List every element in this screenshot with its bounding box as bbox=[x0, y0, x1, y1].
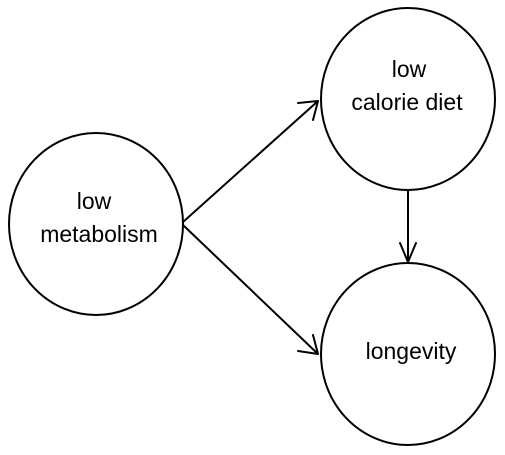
node-label-line2: metabolism bbox=[40, 221, 158, 247]
edge-metabolism-to-longevity bbox=[182, 224, 319, 355]
node-circle bbox=[320, 7, 496, 191]
node-longevity: longevity bbox=[320, 262, 496, 446]
node-label: longevity bbox=[366, 338, 457, 364]
node-label-line1: low bbox=[77, 188, 112, 214]
node-label-line2: calorie diet bbox=[351, 89, 463, 115]
node-low-calorie-diet: low calorie diet bbox=[320, 7, 496, 191]
edge-line bbox=[182, 224, 319, 355]
edge-line bbox=[182, 100, 319, 223]
node-circle bbox=[8, 132, 184, 316]
node-low-metabolism: low metabolism bbox=[8, 132, 184, 316]
edge-metabolism-to-diet bbox=[182, 100, 319, 223]
node-circle bbox=[320, 262, 496, 446]
node-label-line1: low bbox=[392, 56, 427, 82]
arrowhead-icon bbox=[297, 334, 319, 355]
edge-diet-to-longevity bbox=[399, 191, 417, 263]
arrowhead-icon bbox=[297, 100, 319, 121]
